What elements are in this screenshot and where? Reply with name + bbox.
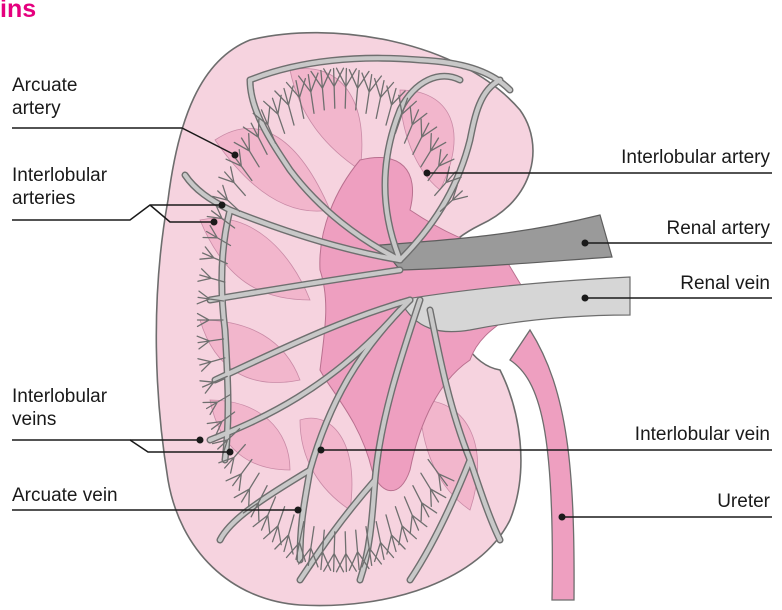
label-interlobular-vein: Interlobular vein xyxy=(635,423,770,446)
label-renal-vein: Renal vein xyxy=(680,272,770,295)
label-interlobular-arteries: Interlobular arteries xyxy=(12,164,107,210)
label-arcuate-artery: Arcuate artery xyxy=(12,74,77,120)
label-renal-artery: Renal artery xyxy=(667,217,771,240)
label-interlobular-veins: Interlobular veins xyxy=(12,385,107,431)
label-interlobular-veins-line1: Interlobular xyxy=(12,385,107,408)
label-interlobular-artery: Interlobular artery xyxy=(621,146,770,169)
label-ureter: Ureter xyxy=(717,490,770,513)
label-arcuate-artery-line1: Arcuate xyxy=(12,74,77,97)
label-interlobular-veins-line2: veins xyxy=(12,408,107,431)
label-arcuate-vein: Arcuate vein xyxy=(12,484,118,507)
label-interlobular-arteries-line2: arteries xyxy=(12,187,107,210)
label-arcuate-artery-line2: artery xyxy=(12,97,77,120)
label-interlobular-arteries-line1: Interlobular xyxy=(12,164,107,187)
